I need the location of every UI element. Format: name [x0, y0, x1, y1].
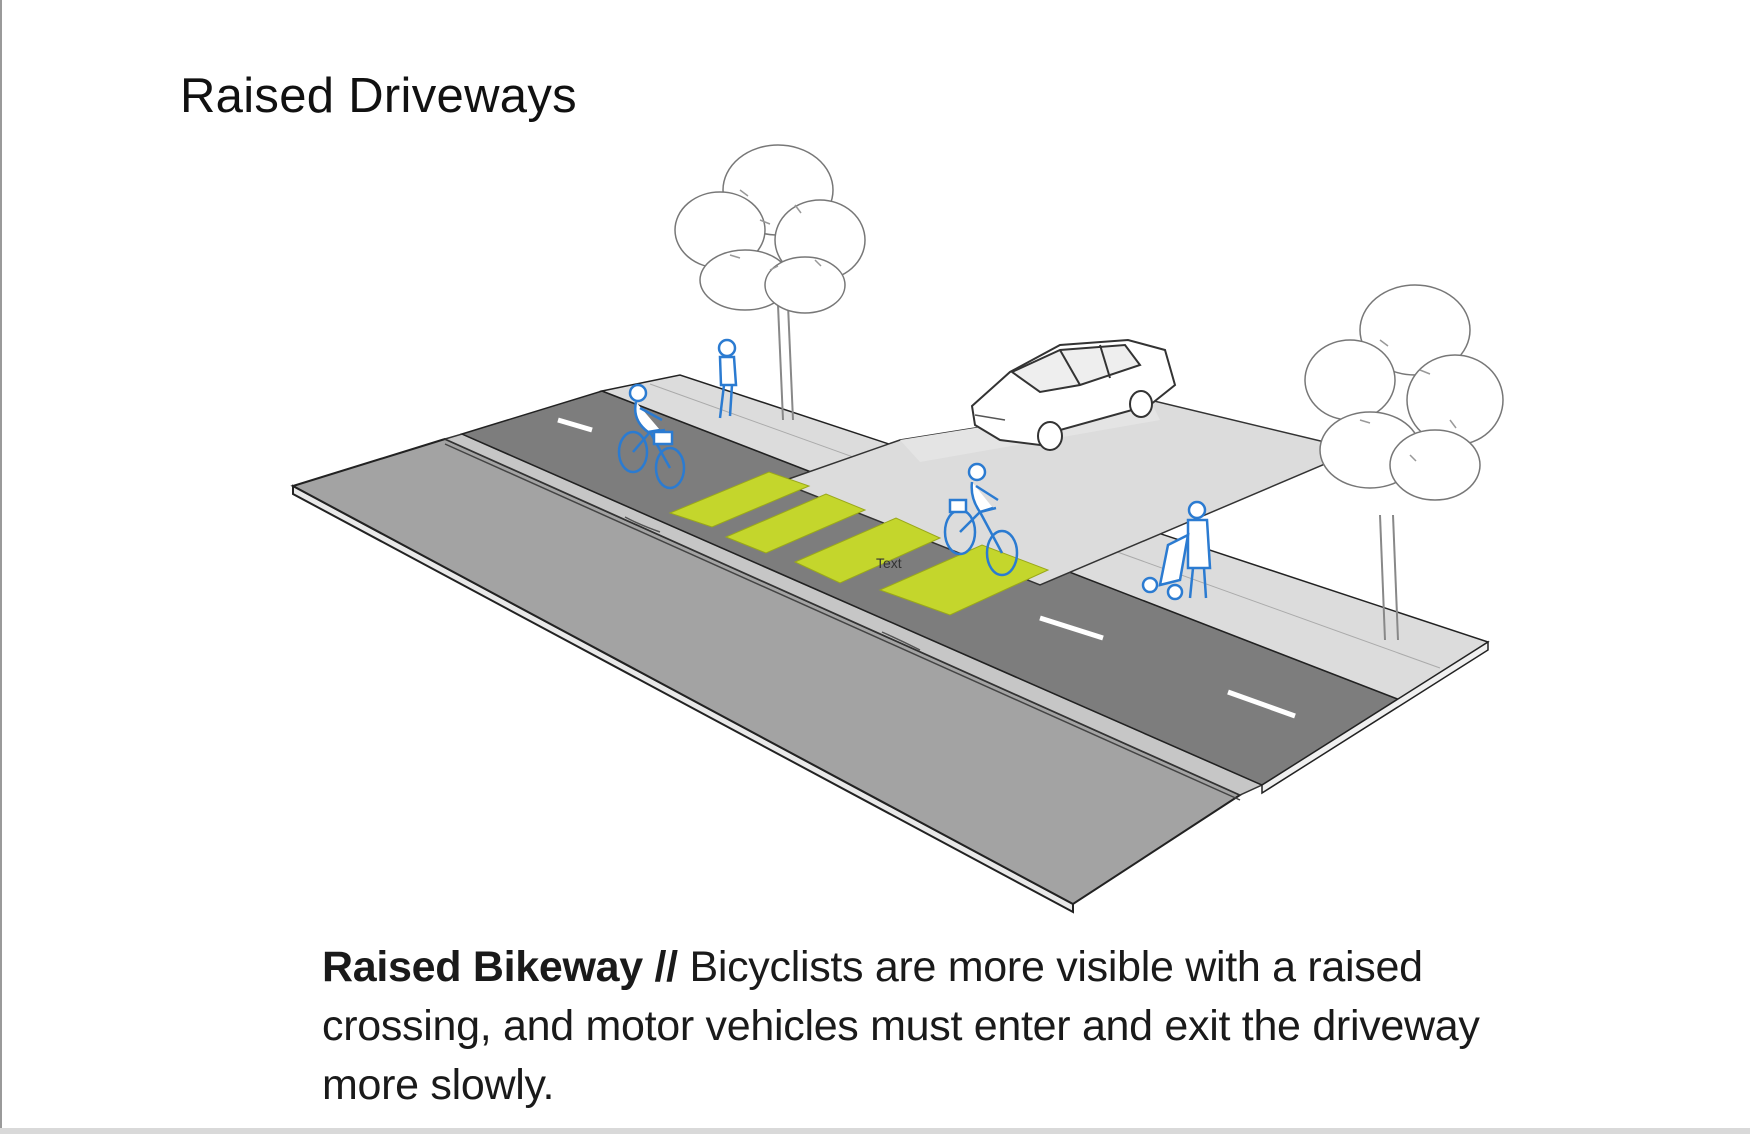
lane-dash-1 — [557, 417, 593, 433]
lane-dash-2 — [1039, 615, 1104, 641]
curb-drain-1 — [624, 516, 661, 533]
lane-markings — [557, 417, 1296, 719]
overlay-text-label: Text — [876, 555, 902, 571]
caption-lead: Raised Bikeway // — [322, 943, 678, 991]
stroller — [1158, 532, 1190, 587]
bicyclist-1 — [617, 383, 686, 490]
curb-line — [444, 443, 1241, 801]
pedestrian-with-stroller — [1141, 500, 1212, 601]
page-title: Raised Driveways — [180, 69, 577, 123]
crossing-band-2 — [724, 493, 867, 554]
bicyclist-2 — [943, 462, 1019, 577]
tree-1 — [674, 144, 866, 421]
caption: Raised Bikeway // Bicyclists are more vi… — [322, 938, 1562, 1115]
crossing-band-3 — [793, 517, 942, 584]
parked-car — [970, 338, 1177, 451]
crossing-band-4 — [878, 544, 1050, 616]
car-wheel-rear — [1129, 390, 1153, 418]
window-bottom-bar — [0, 1128, 1750, 1134]
lane-dash-3 — [1227, 689, 1296, 719]
tree-2 — [1304, 284, 1504, 641]
raised-bikeway-illustration: Text — [290, 144, 1504, 914]
green-crossing-markings — [668, 471, 1050, 616]
window-left-border — [0, 0, 2, 1134]
car-wheel-front — [1037, 421, 1063, 451]
curb-drain-2 — [881, 631, 921, 651]
pedestrian-1 — [717, 338, 738, 419]
bikeway-slab-edge — [1261, 640, 1489, 795]
caption-text: Bicyclists are more visible with a raise… — [322, 943, 1480, 1109]
crossing-band-1 — [668, 471, 811, 528]
